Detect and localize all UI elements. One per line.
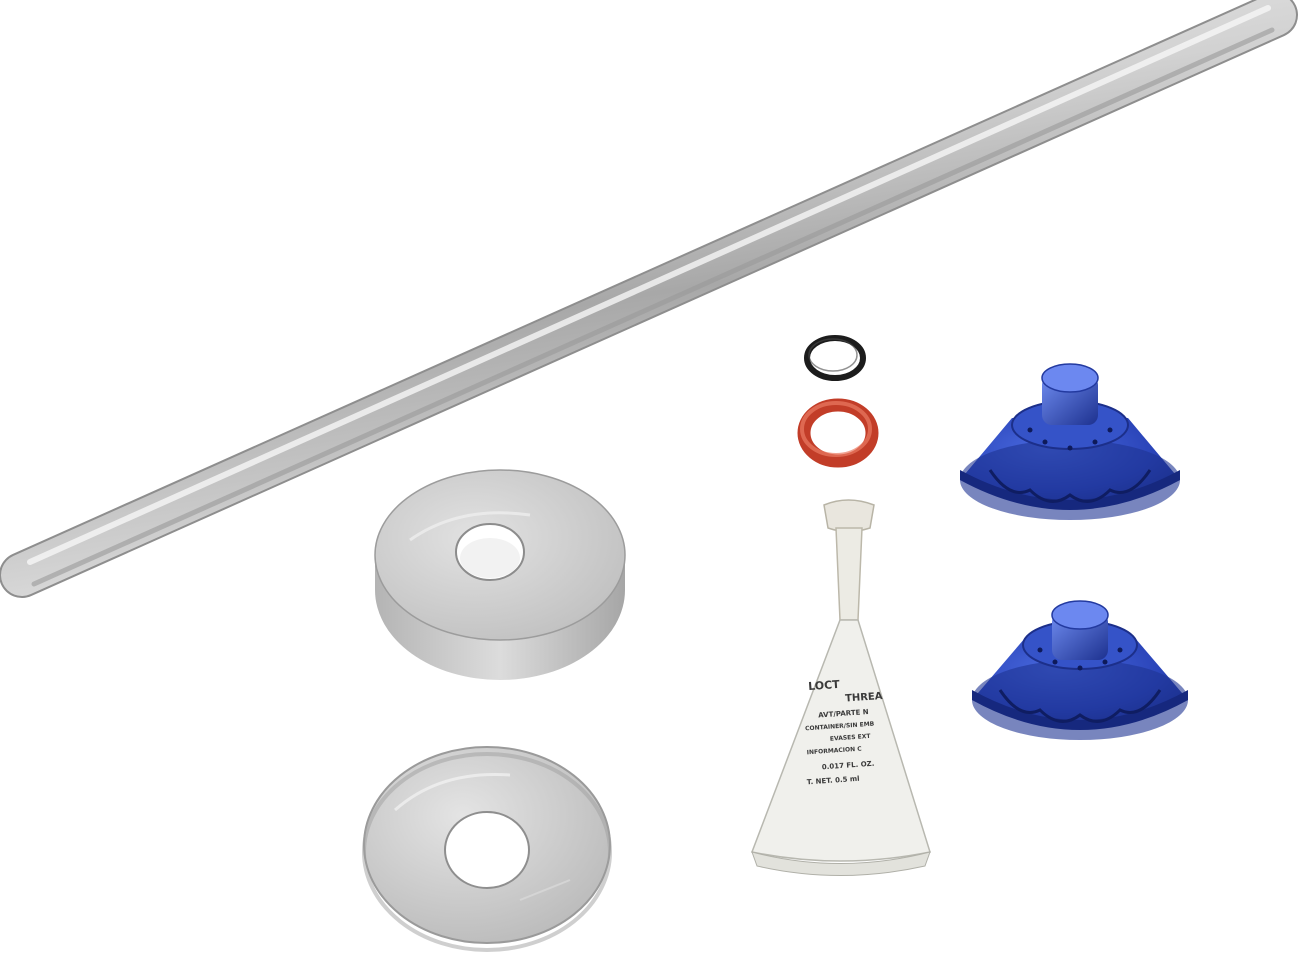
tube-line1: THREA (845, 691, 883, 705)
tube-line5: INFORMACION C (807, 745, 863, 756)
tube-line2: AVT/PARTE N (818, 708, 869, 720)
cap-lower-holes (1037, 647, 1123, 671)
cap-upper-holes (1027, 427, 1113, 451)
black-o-ring (804, 335, 866, 381)
blue-cap-lower (972, 600, 1188, 740)
tube-brand: LOCT (808, 678, 841, 693)
tube-line4: EVASES EXT (830, 733, 872, 743)
blue-cap-upper (960, 363, 1180, 520)
tube-line6: 0.017 FL. OZ. (822, 760, 875, 772)
aluminum-washer (362, 746, 612, 952)
tube-label: LOCT THREA AVT/PARTE N CONTAINER/SIN EMB… (805, 678, 883, 787)
tube-line3: CONTAINER/SIN EMB (805, 721, 875, 733)
steel-rod (0, 0, 1298, 598)
threadlocker-tube: LOCT THREA AVT/PARTE N CONTAINER/SIN EMB… (750, 499, 931, 876)
red-o-ring (797, 398, 879, 468)
tube-line7: T. NET. 0.5 ml (807, 775, 860, 787)
aluminum-spacer (374, 469, 626, 680)
